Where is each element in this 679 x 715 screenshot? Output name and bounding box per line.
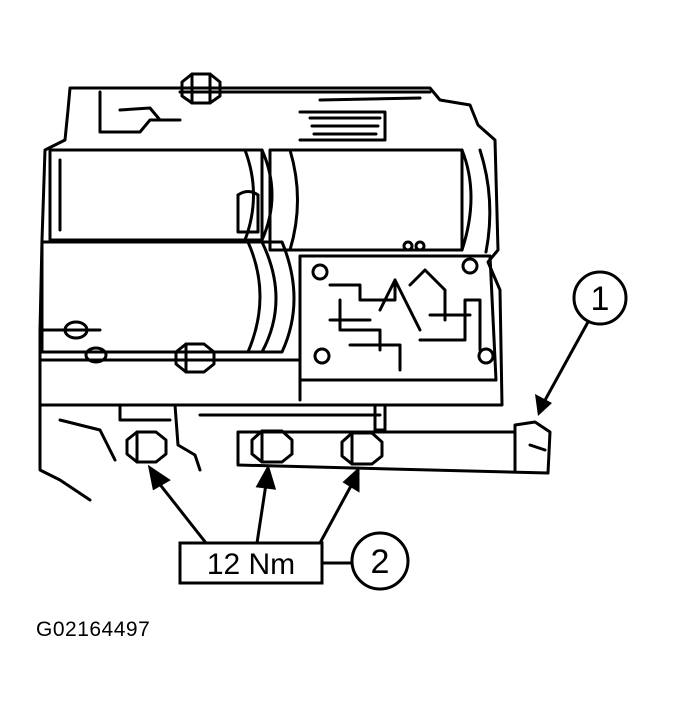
callout-2-label: 2 [371,543,390,581]
torque-spec-label: 12 Nm [207,548,295,581]
lower-servo-cylinder [40,240,296,364]
figure-id: G02164497 [36,618,151,641]
torque-spec-box: 12 Nm [178,541,324,585]
callout-1-label: 1 [591,280,610,318]
transmission-housing [38,86,504,407]
callout-1: 1 [535,270,628,416]
top-bolt [180,72,222,105]
upper-right-cylinder [268,110,492,254]
standpipe [236,190,260,234]
center-bolt [174,342,216,374]
lower-housing [38,403,387,502]
bracket-bolt-right [340,431,384,466]
bracket-tube [236,420,552,475]
valve-body-plate [298,240,498,382]
callout-1-arrowhead [535,394,552,416]
callout-2: 2 [322,531,410,591]
torque-leaders [147,464,360,544]
bracket-bolt-left [125,430,168,464]
bracket-bolt-middle [250,429,294,464]
